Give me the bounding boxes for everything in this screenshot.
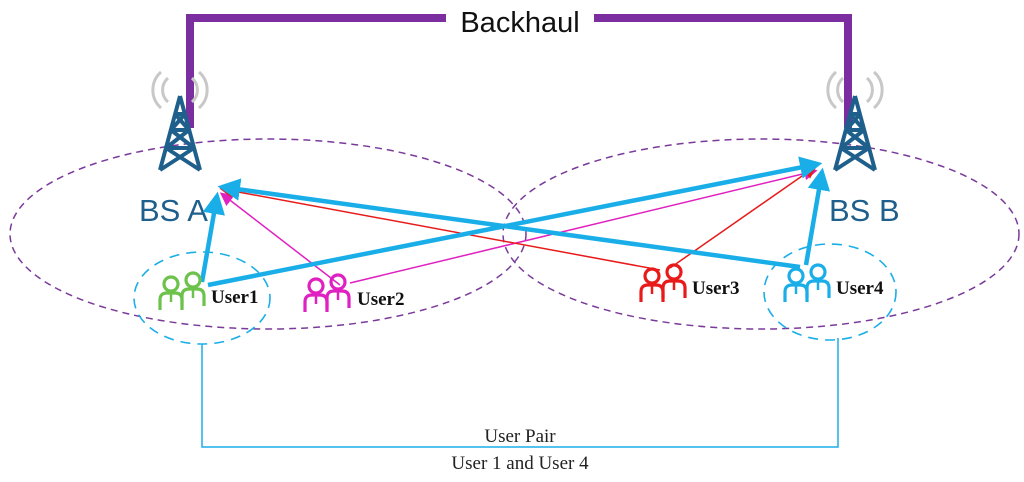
user-pair-connector: [201, 338, 839, 448]
link-user1-bs-b: [207, 156, 823, 288]
link-user2-bs-a: [219, 192, 341, 286]
user-pair: User Pair User 1 and User 4: [133, 243, 897, 474]
coverage-areas: [9, 138, 1020, 330]
link-user1-bs-a: [199, 191, 225, 283]
bs-a-tower-icon: [150, 70, 210, 172]
link-user4-bs-b: [803, 167, 831, 266]
user1-group-icon: [158, 271, 206, 312]
user3-group-icon: [639, 263, 687, 304]
backhaul-line: [186, 14, 852, 128]
user4: User4: [783, 263, 884, 304]
user3-label: User3: [692, 278, 739, 299]
user4-label: User4: [836, 278, 884, 299]
user-pair-title: User Pair: [484, 426, 556, 447]
user2: User2: [303, 273, 404, 314]
bs-b-tower-icon: [825, 70, 885, 172]
links: [199, 156, 831, 288]
user1: User1: [158, 271, 258, 312]
user-pair-subtitle: User 1 and User 4: [451, 453, 589, 474]
user2-group-icon: [303, 273, 351, 314]
bs-b-coverage-ellipse: [502, 138, 1020, 330]
link-user3-bs-a: [219, 184, 661, 271]
backhaul-link: Backhaul: [186, 7, 852, 128]
link-user4-bs-a: [217, 178, 801, 270]
user1-label: User1: [211, 287, 258, 308]
user2-label: User2: [357, 289, 404, 310]
bs-b-label: BS B: [829, 193, 900, 228]
backhaul-label: Backhaul: [460, 7, 579, 39]
user3: User3: [639, 263, 739, 304]
bs-a-label: BS A: [139, 193, 208, 228]
link-user2-bs-b: [349, 166, 818, 284]
user4-pair-ellipse: [763, 243, 897, 341]
user4-group-icon: [783, 263, 831, 304]
bs-a-coverage-ellipse: [9, 138, 527, 330]
